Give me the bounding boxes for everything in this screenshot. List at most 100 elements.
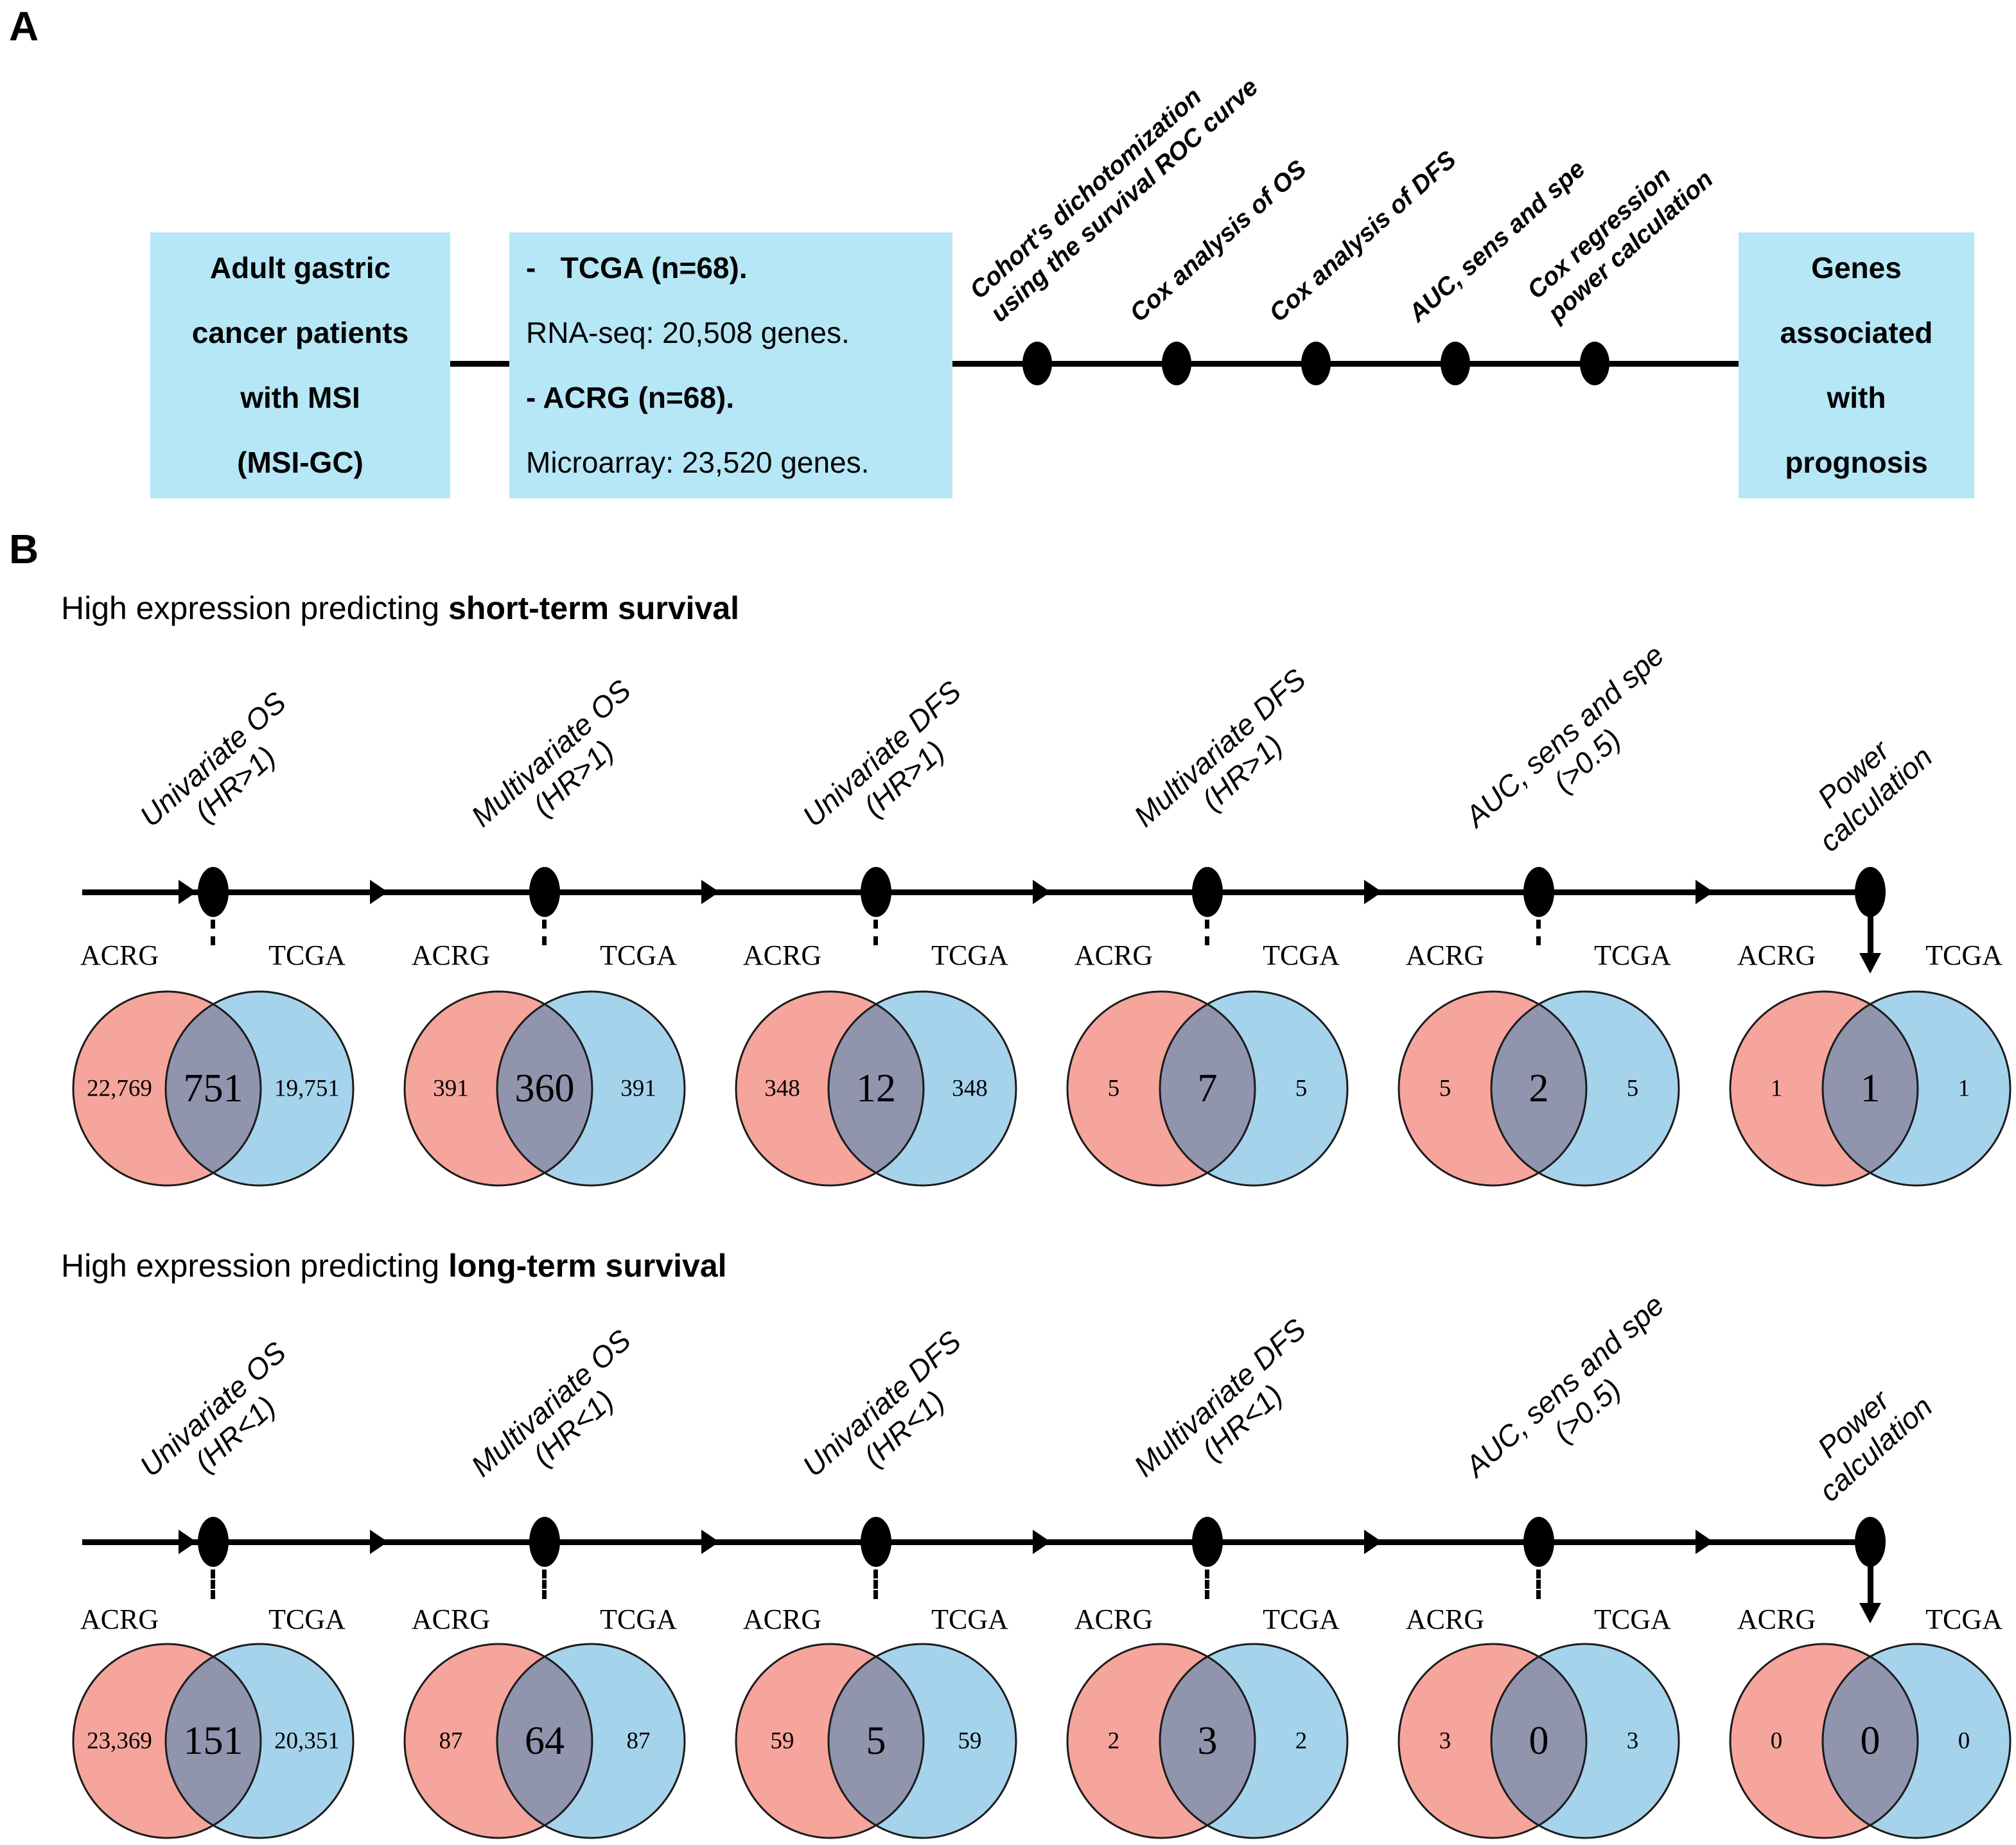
short-term-title-bold: short-term survival <box>448 590 740 626</box>
tcga-label: TCGA <box>600 1604 677 1635</box>
dotted-dropline <box>542 920 547 945</box>
cohorts-box-line: - ACRG (n=68). <box>526 381 735 414</box>
venn-right-count: 20,351 <box>274 1728 340 1754</box>
cohorts-box: - TCGA (n=68). RNA-seq: 20,508 genes. - … <box>509 232 952 498</box>
timeline-a-dot <box>1301 342 1331 385</box>
long-term-title-prefix: High expression predicting <box>61 1248 449 1284</box>
venn-left-count: 1 <box>1771 1076 1783 1102</box>
venn-right-count: 5 <box>1295 1076 1308 1102</box>
dotted-dropline <box>1205 1570 1209 1599</box>
step-label-b: Univariate OS(HR<1) <box>133 1335 293 1483</box>
venn-center-count: 7 <box>1198 1067 1218 1110</box>
tcga-label: TCGA <box>1925 940 2003 971</box>
acrg-label: ACRG <box>80 940 159 971</box>
timeline-arrowhead <box>1364 1530 1382 1554</box>
venn-diagram: 391 360 391 <box>403 990 686 1187</box>
cohorts-box-line: RNA-seq: 20,508 genes. <box>526 316 850 349</box>
tcga-label: TCGA <box>1594 940 1671 971</box>
venn-center-count: 360 <box>515 1067 575 1110</box>
acrg-label: ACRG <box>1074 940 1153 971</box>
venn-overlap <box>1823 1644 1918 1838</box>
timeline-arrowhead <box>179 1530 197 1554</box>
venn-right-count: 1 <box>1958 1076 1970 1102</box>
timeline-b-dot <box>529 867 560 917</box>
venn-diagram: 5 2 5 <box>1398 990 1680 1187</box>
venn-right-count: 3 <box>1627 1728 1639 1754</box>
cohorts-box-line: Microarray: 23,520 genes. <box>526 446 870 479</box>
venn-center-count: 1 <box>1861 1067 1880 1110</box>
step-label-b: AUC, sens and spe(>0.5) <box>1459 638 1670 834</box>
panel-b-label: B <box>9 526 39 572</box>
patients-box-line: cancer patients <box>191 316 409 349</box>
outcome-box-line: with <box>1827 381 1886 414</box>
long-term-title: High expression predicting long-term sur… <box>61 1247 727 1284</box>
timeline-b-dot <box>861 1517 891 1567</box>
tcga-label: TCGA <box>1263 940 1340 971</box>
acrg-label: ACRG <box>1737 940 1816 971</box>
dotted-dropline <box>211 920 215 945</box>
timeline-b-dot <box>1523 1517 1554 1567</box>
down-arrow-shaft <box>1868 892 1873 953</box>
timeline-b-dot <box>198 867 229 917</box>
venn-center-count: 2 <box>1529 1067 1549 1110</box>
venn-left-count: 2 <box>1108 1728 1120 1754</box>
venn-diagram: 2 3 2 <box>1066 1643 1349 1839</box>
dotted-dropline <box>1536 1570 1541 1599</box>
venn-center-count: 3 <box>1198 1719 1218 1763</box>
venn-center-count: 64 <box>525 1719 565 1763</box>
dotted-dropline <box>873 1570 878 1599</box>
venn-right-count: 5 <box>1627 1076 1639 1102</box>
dotted-dropline <box>211 1570 215 1599</box>
acrg-label: ACRG <box>1737 1604 1816 1635</box>
venn-overlap <box>1491 1644 1586 1838</box>
short-term-title: High expression predicting short-term su… <box>61 590 739 627</box>
outcome-box: Genes associated with prognosis <box>1739 232 1974 498</box>
timeline-a-dot <box>1580 342 1609 385</box>
venn-overlap <box>1160 1644 1255 1838</box>
timeline-arrowhead <box>1033 880 1051 904</box>
venn-left-count: 391 <box>433 1076 469 1102</box>
timeline-b <box>82 889 1870 895</box>
timeline-b-dot <box>1192 1517 1223 1567</box>
timeline-arrowhead <box>179 880 197 904</box>
tcga-label: TCGA <box>268 940 346 971</box>
connector-line <box>450 361 509 367</box>
venn-right-count: 391 <box>620 1076 656 1102</box>
venn-overlap <box>166 992 261 1185</box>
venn-left-count: 23,369 <box>87 1728 152 1754</box>
venn-overlap <box>1491 992 1586 1185</box>
acrg-label: ACRG <box>1405 940 1485 971</box>
down-arrow-head <box>1859 953 1881 974</box>
timeline-b-dot <box>198 1517 229 1567</box>
timeline-arrowhead <box>1696 880 1714 904</box>
timeline-arrowhead <box>370 880 388 904</box>
venn-overlap <box>497 992 592 1185</box>
timeline-arrowhead <box>1696 1530 1714 1554</box>
step-label-b: Univariate OS(HR>1) <box>133 685 293 834</box>
venn-left-count: 3 <box>1439 1728 1451 1754</box>
outcome-box-line: Genes <box>1811 251 1902 284</box>
patients-box: Adult gastric cancer patients with MSI (… <box>150 232 450 498</box>
venn-right-count: 59 <box>958 1728 982 1754</box>
acrg-label: ACRG <box>1405 1604 1485 1635</box>
timeline-b-dot <box>529 1517 560 1567</box>
cohorts-box-line: - TCGA (n=68). <box>526 251 748 284</box>
venn-right-count: 2 <box>1295 1728 1308 1754</box>
acrg-label: ACRG <box>411 1604 491 1635</box>
down-arrow-shaft <box>1868 1542 1873 1603</box>
venn-overlap <box>166 1644 261 1838</box>
acrg-label: ACRG <box>80 1604 159 1635</box>
acrg-label: ACRG <box>742 940 822 971</box>
venn-overlap <box>828 992 924 1185</box>
patients-box-line: with MSI <box>240 381 360 414</box>
venn-left-count: 5 <box>1439 1076 1451 1102</box>
timeline-arrowhead <box>1033 1530 1051 1554</box>
timeline-b-dot <box>861 867 891 917</box>
